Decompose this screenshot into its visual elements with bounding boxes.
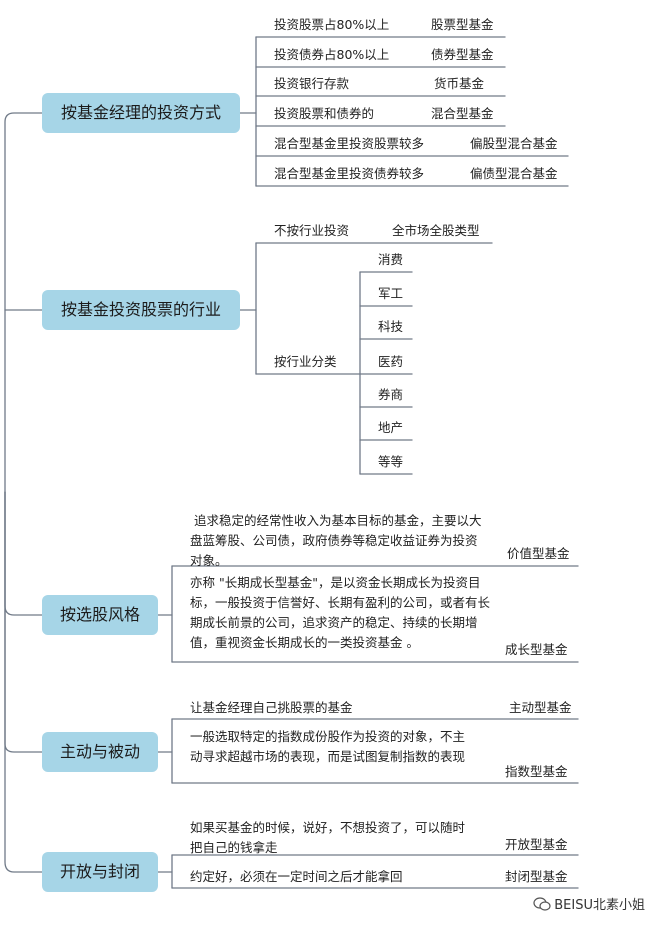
money-fund-label: 货币基金 bbox=[434, 76, 485, 91]
watermark: BEISU北素小姐 bbox=[533, 894, 645, 913]
open-fund-desc: 如果买基金的时候，说好，不想投资了，可以随时把自己的钱拿走 bbox=[190, 820, 466, 855]
industry-brokerage: 券商 bbox=[378, 387, 404, 402]
branch-investment-method: 按基金经理的投资方式 bbox=[42, 93, 240, 133]
bond-biased-mixed-desc: 混合型基金里投资债券较多 bbox=[274, 166, 425, 181]
industry-military: 军工 bbox=[378, 286, 404, 301]
watermark-text: BEISU北素小姐 bbox=[554, 898, 645, 913]
branch-open-closed: 开放与封闭 bbox=[42, 852, 158, 892]
active-fund-desc: 让基金经理自己挑股票的基金 bbox=[190, 700, 353, 715]
mixed-fund-label: 混合型基金 bbox=[431, 106, 494, 121]
branch-industry: 按基金投资股票的行业 bbox=[42, 290, 240, 330]
value-fund-desc: 追求稳定的经常性收入为基本目标的基金，主要以大盘蓝筹股、公司债，政府债券等稳定收… bbox=[190, 513, 482, 568]
industry-realestate: 地产 bbox=[378, 420, 404, 435]
stock-biased-mixed-label: 偏股型混合基金 bbox=[470, 136, 558, 151]
bond-biased-mixed-label: 偏债型混合基金 bbox=[470, 166, 558, 181]
closed-fund-desc: 约定好，必须在一定时间之后才能拿回 bbox=[190, 869, 403, 884]
branch-stock-style: 按选股风格 bbox=[42, 595, 158, 635]
active-fund-label: 主动型基金 bbox=[509, 700, 572, 715]
mixed-fund-desc: 投资股票和债券的 bbox=[274, 106, 375, 121]
industry-medical: 医药 bbox=[378, 354, 404, 369]
bond-fund-desc: 投资债券占80%以上 bbox=[274, 47, 390, 62]
stock-fund-desc: 投资股票占80%以上 bbox=[274, 17, 390, 32]
industry-consumer: 消费 bbox=[378, 252, 404, 267]
all-market-label: 全市场全股类型 bbox=[392, 223, 480, 238]
growth-fund-label: 成长型基金 bbox=[505, 642, 568, 657]
index-fund-label: 指数型基金 bbox=[505, 764, 568, 779]
money-fund-desc: 投资银行存款 bbox=[274, 76, 350, 91]
wechat-icon bbox=[533, 897, 551, 911]
value-fund-label: 价值型基金 bbox=[507, 546, 570, 561]
open-fund-label: 开放型基金 bbox=[505, 837, 568, 852]
stock-biased-mixed-desc: 混合型基金里投资股票较多 bbox=[274, 136, 425, 151]
branch-active-passive: 主动与被动 bbox=[42, 732, 158, 772]
closed-fund-label: 封闭型基金 bbox=[505, 869, 568, 884]
industry-tech: 科技 bbox=[378, 319, 404, 334]
stock-fund-label: 股票型基金 bbox=[431, 17, 494, 32]
bond-fund-label: 债券型基金 bbox=[431, 47, 494, 62]
growth-fund-desc: 亦称 "长期成长型基金"，是以资金长期成长为投资目标，一般投资于信誉好、长期有盈… bbox=[190, 575, 491, 650]
industry-etc: 等等 bbox=[378, 454, 404, 469]
no-industry-label: 不按行业投资 bbox=[274, 223, 350, 238]
by-industry-label: 按行业分类 bbox=[274, 354, 337, 369]
index-fund-desc: 一般选取特定的指数成份股作为投资的对象，不主动寻求超越市场的表现，而是试图复制指… bbox=[190, 729, 466, 764]
